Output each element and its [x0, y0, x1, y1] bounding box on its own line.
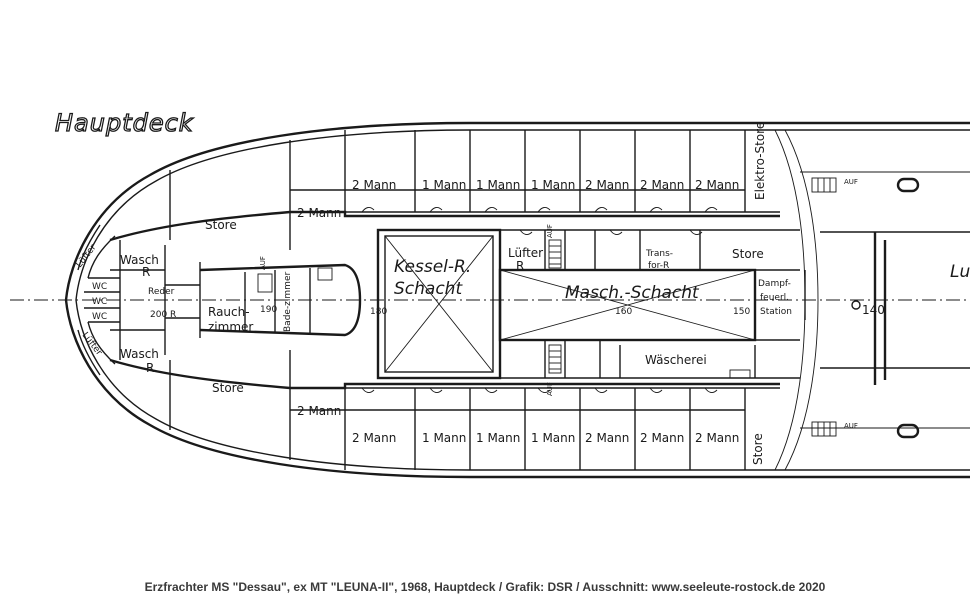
elektro-store-label: Elektro-Store — [753, 122, 767, 200]
porthole-icons — [851, 177, 920, 439]
bow-compartments — [77, 224, 166, 376]
cabin-label: 2 Mann — [695, 178, 739, 192]
mid-block-labels: Reder 200 R Rauch- zimmer Bade-zimmer — [148, 272, 293, 334]
store-label: Store — [205, 218, 237, 232]
wasch-label: Wasch — [120, 347, 159, 361]
wasch-r-label: R — [142, 265, 150, 279]
frame-number: 150 — [733, 307, 750, 317]
dampf-label: Station — [760, 307, 792, 317]
cabin-label: 1 Mann — [531, 431, 575, 445]
badezimmer-label: Bade-zimmer — [283, 272, 293, 332]
waescherei-label: Wäscherei — [645, 353, 707, 367]
auf-label: AUF — [546, 382, 554, 396]
bow-labels: Wasch R Wasch R WC WC WC Lüfter Lüfter — [74, 243, 158, 375]
cabin-label: 2 Mann — [352, 178, 396, 192]
dampf-label: feuerl. — [760, 293, 789, 303]
machinery-labels: Kessel-R. Schacht Lüfter R Trans- for-R … — [394, 246, 970, 367]
lower-cabin-labels: 2 Mann 1 Mann 1 Mann 1 Mann 2 Mann 2 Man… — [212, 381, 765, 465]
upper-cabin-labels: 2 Mann 1 Mann 1 Mann 1 Mann 2 Mann 2 Man… — [205, 122, 767, 232]
frame-number: 160 — [615, 307, 632, 317]
door-swing-icons — [361, 207, 718, 393]
upper-inner-rooms — [500, 229, 806, 320]
wc-label: WC — [92, 312, 107, 322]
masch-label: Masch.-Schacht — [565, 283, 700, 303]
frame-number: 180 — [370, 307, 387, 317]
cabin-label: 1 Mann — [476, 178, 520, 192]
rauchzimmer-label: Rauch- — [208, 305, 250, 319]
cabin-label: 2 Mann — [640, 178, 684, 192]
auf-labels: AUF AUF AUF AUF AUF — [259, 178, 858, 430]
lu-label: Lu — [950, 262, 970, 282]
plan-title: Hauptdeck — [55, 109, 194, 137]
luefter-r-label: Lüfter — [508, 246, 543, 260]
lower-cabin-band — [109, 350, 780, 470]
cabin-label: 2 Mann — [640, 431, 684, 445]
kessel-label: Schacht — [394, 279, 463, 299]
auf-label: AUF — [844, 422, 858, 430]
auf-label: AUF — [259, 256, 267, 270]
ladder-icons — [257, 177, 837, 437]
kessel-label: Kessel-R. — [394, 257, 471, 277]
wc-label: WC — [92, 297, 107, 307]
frame-number: 190 — [260, 305, 277, 315]
auf-label: AUF — [844, 178, 858, 186]
cabin-label: 1 Mann — [422, 178, 466, 192]
wasch-r-label: R — [146, 361, 154, 375]
store-label: Store — [751, 433, 765, 465]
cabin-label: 2 Mann — [585, 431, 629, 445]
store-label: Store — [212, 381, 244, 395]
cabin-label: 2 Mann — [695, 431, 739, 445]
frame-numbers: 190 180 160 150 140 — [260, 303, 885, 317]
cabin-label: 2 Mann — [585, 178, 629, 192]
image-caption: Erzfrachter MS "Dessau", ex MT "LEUNA-II… — [144, 580, 826, 594]
transfor-label: Trans- — [645, 249, 673, 259]
frame-number: 140 — [862, 303, 885, 317]
rauchzimmer-label: zimmer — [208, 320, 253, 334]
reder-label: Reder — [148, 287, 175, 297]
upper-cabin-band — [109, 130, 780, 250]
lower-inner-rooms — [500, 339, 800, 379]
store-label: Store — [732, 247, 764, 261]
luefter-r-label: R — [516, 259, 524, 273]
cabin-label: 1 Mann — [476, 431, 520, 445]
transfor-label: for-R — [648, 261, 669, 271]
cabin-label: 2 Mann — [297, 206, 341, 220]
r200-label: 200 R — [150, 310, 176, 320]
wc-label: WC — [92, 282, 107, 292]
mid-block — [165, 262, 362, 338]
wasch-label: Wasch — [120, 253, 159, 267]
auf-label: AUF — [546, 224, 554, 238]
cabin-label: 1 Mann — [422, 431, 466, 445]
dampf-label: Dampf- — [758, 279, 791, 289]
cabin-label: 2 Mann — [352, 431, 396, 445]
cabin-label: 1 Mann — [531, 178, 575, 192]
cabin-label: 2 Mann — [297, 404, 341, 418]
